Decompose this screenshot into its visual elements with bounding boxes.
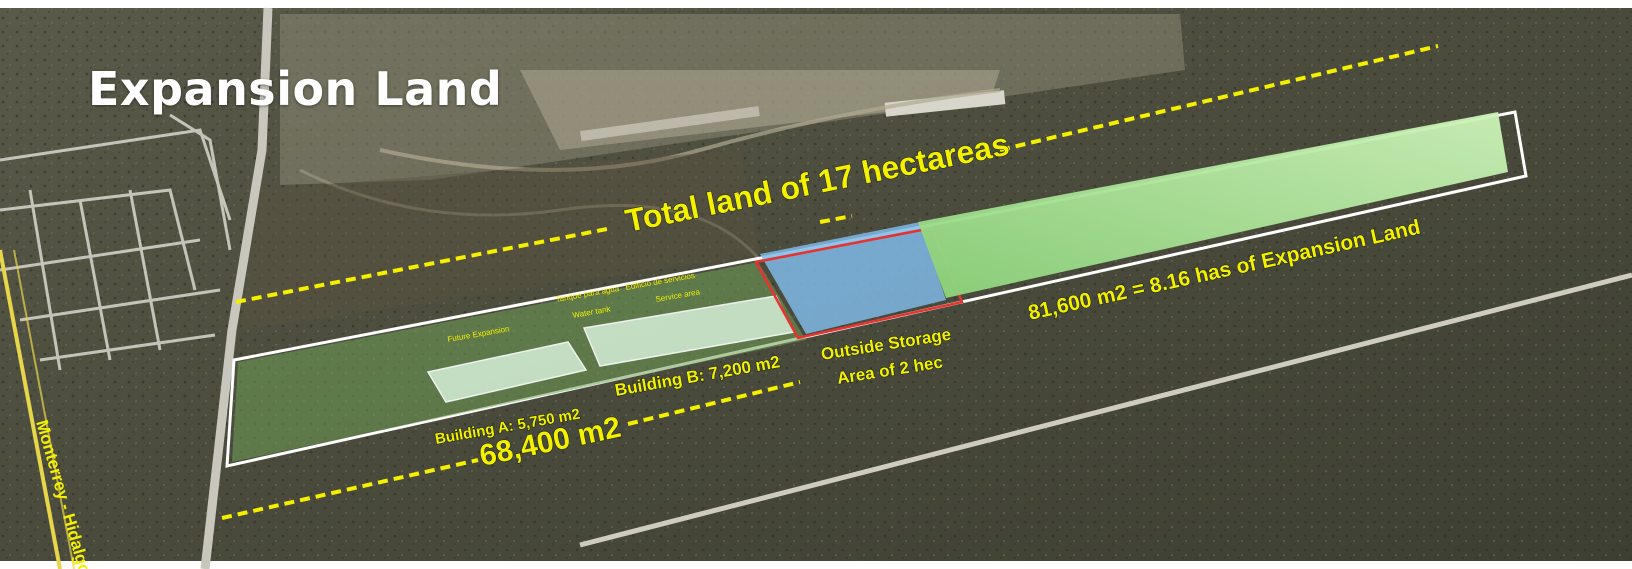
junkyard-area <box>240 150 760 330</box>
industrial-shed <box>580 106 760 142</box>
total-land-line-right <box>999 44 1439 152</box>
outside-storage-outline <box>754 226 964 340</box>
building-a-shape <box>426 341 588 403</box>
total-land-line-mid <box>819 214 853 224</box>
outside-storage-area <box>760 222 946 334</box>
developed-line-right <box>627 380 801 426</box>
page-title: Expansion Land <box>88 62 503 116</box>
highway-edge <box>13 249 75 569</box>
dashed-lines <box>221 44 1439 520</box>
industrial-building <box>884 90 1006 117</box>
highway <box>0 249 62 569</box>
expansion-land-area <box>918 112 1508 298</box>
developed-line-left <box>221 458 479 520</box>
dirt-track-2 <box>299 168 762 261</box>
diagonal-road <box>579 272 1632 548</box>
vertical-road <box>200 7 273 569</box>
dirt-track <box>379 88 1001 172</box>
residential-streets <box>0 113 232 371</box>
